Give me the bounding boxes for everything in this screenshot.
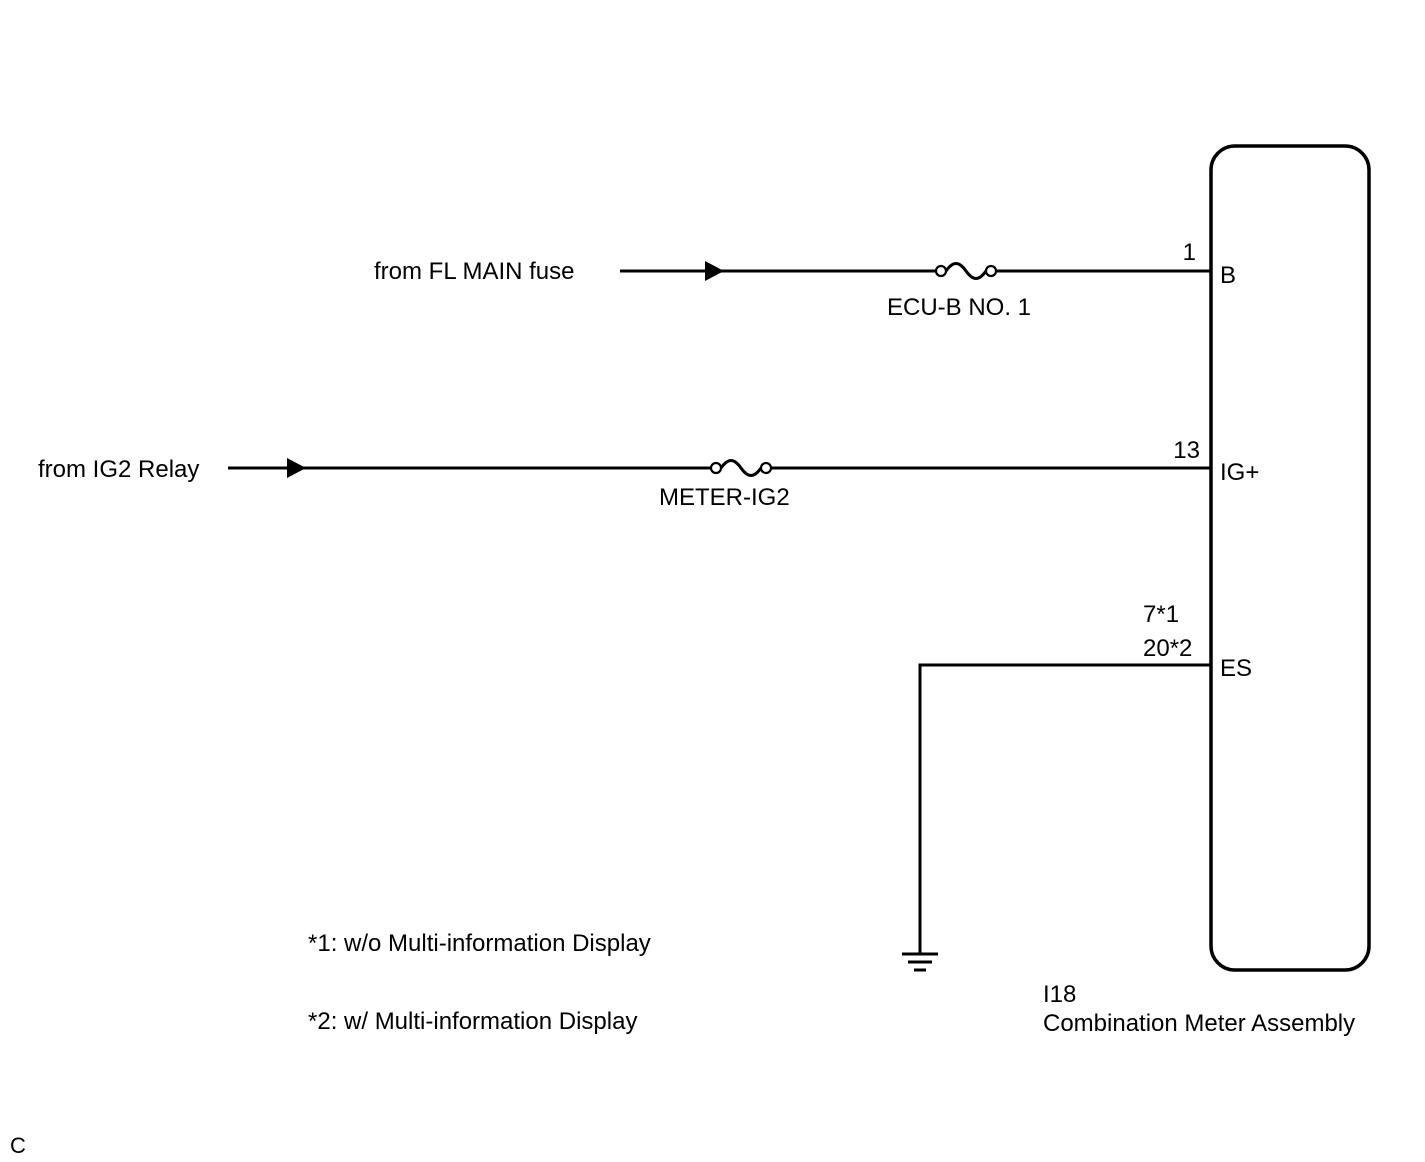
pin-name-es: ES <box>1220 655 1252 682</box>
component-code: I18 <box>1043 981 1076 1008</box>
footnote-2: *2: w/ Multi-information Display <box>308 1008 637 1035</box>
pin-name-b: B <box>1220 262 1236 289</box>
pin-name-ig: IG+ <box>1220 459 1259 486</box>
ground-icon <box>902 952 938 972</box>
combination-meter-box <box>1209 144 1371 972</box>
wire-es-circuit <box>902 663 1211 972</box>
pin-number-ig: 13 <box>1173 437 1200 464</box>
arrow-icon <box>287 458 306 478</box>
wire-es-path <box>918 663 1211 954</box>
component-name: Combination Meter Assembly <box>1043 1010 1355 1037</box>
footnote-1: *1: w/o Multi-information Display <box>308 930 651 957</box>
fuse-label-ecu-b: ECU-B NO. 1 <box>887 294 1031 321</box>
pin-number-es-2: 20*2 <box>1143 635 1192 662</box>
fuse-meter-ig2-icon <box>709 459 773 477</box>
arrow-icon <box>705 261 724 281</box>
fuse-label-meter-ig2: METER-IG2 <box>659 484 790 511</box>
pin-number-es-1: 7*1 <box>1143 601 1179 628</box>
corner-label: C <box>10 1133 26 1158</box>
wire-b-circuit <box>620 261 1211 281</box>
wire-ig-circuit <box>228 458 1211 478</box>
pin-number-b: 1 <box>1183 239 1196 266</box>
source-label-fl-main: from FL MAIN fuse <box>374 258 574 285</box>
source-label-ig2-relay: from IG2 Relay <box>38 456 199 483</box>
fuse-ecu-b-icon <box>934 262 998 280</box>
